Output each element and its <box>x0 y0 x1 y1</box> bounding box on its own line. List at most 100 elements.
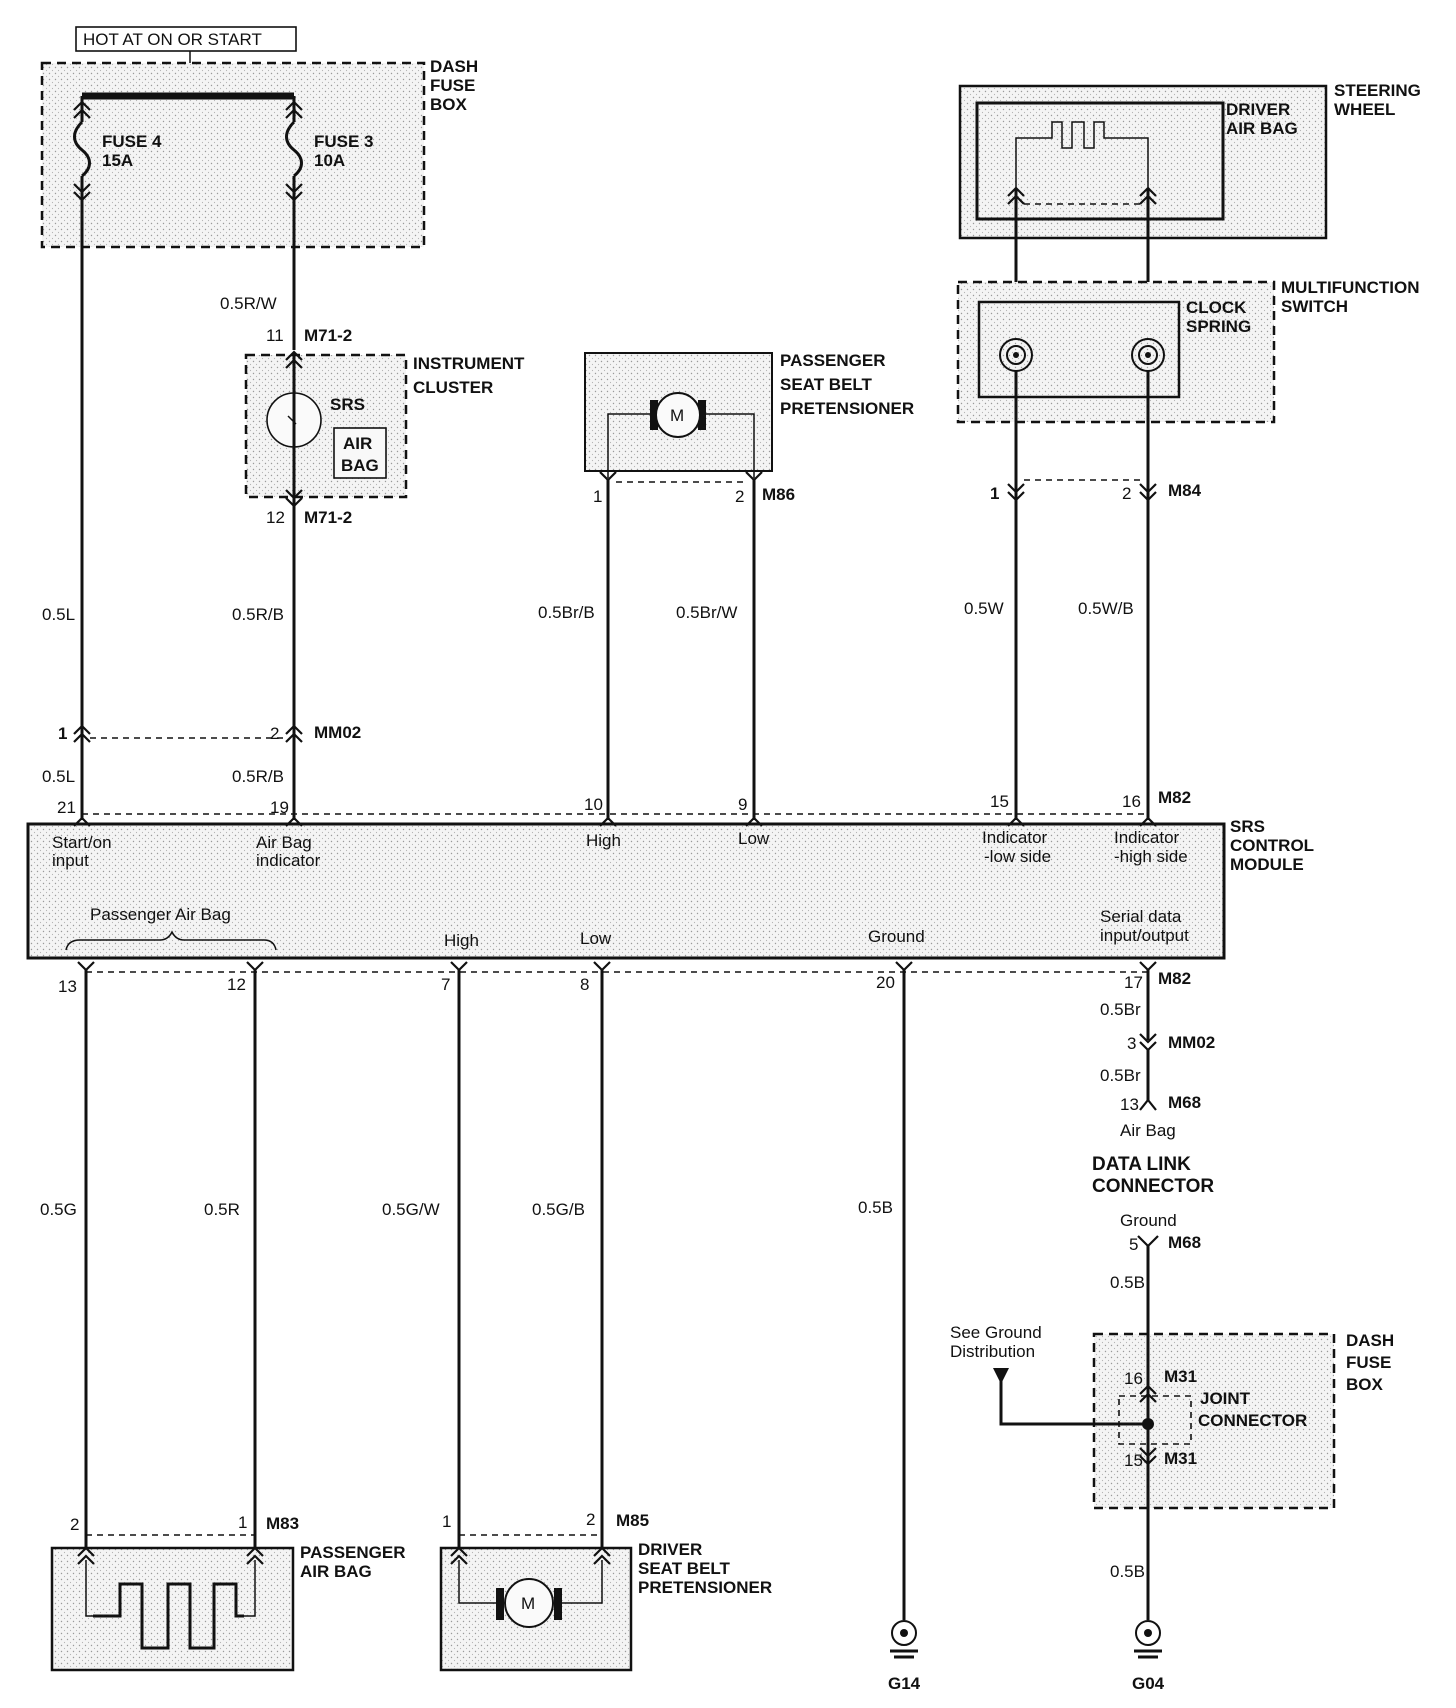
srs-start-on-1: Start/on <box>52 833 112 852</box>
dash-fuse-box-top: DASH FUSE BOX FUSE 4 15A FUSE 3 10A <box>40 57 478 249</box>
srs-module-title-3: MODULE <box>1230 855 1304 874</box>
srs-airbag-ind-2: indicator <box>256 851 321 870</box>
instrument-cluster-title-2: CLUSTER <box>413 378 493 397</box>
srs-top-pin-21: 21 <box>57 798 76 817</box>
srs-ground: Ground <box>868 927 925 946</box>
passenger-pretensioner-title-3: PRETENSIONER <box>780 399 914 418</box>
fuse-3-name: FUSE 3 <box>314 132 374 151</box>
srs-lamp-label: SRS <box>330 395 365 414</box>
wire-label-0.5Br-a: 0.5Br <box>1100 1000 1141 1019</box>
wire-label-0.5W: 0.5W <box>964 599 1004 618</box>
srs-airbag-ind-1: Air Bag <box>256 833 312 852</box>
dash-fuse-box-bottom-title-3: BOX <box>1346 1375 1384 1394</box>
ground-g04-label: G04 <box>1132 1674 1165 1693</box>
joint-title-2: CONNECTOR <box>1198 1411 1307 1430</box>
wire-label-0.5B-g14: 0.5B <box>858 1198 893 1217</box>
driver-pretensioner-conn: M85 <box>616 1511 649 1530</box>
steering-wheel-title-1: STEERING <box>1334 81 1421 100</box>
joint-conn16: M31 <box>1164 1367 1197 1386</box>
driver-airbag-squib <box>1015 121 1149 198</box>
mfs-pin2: 2 <box>1122 484 1131 503</box>
srs-ind-low-1: Indicator <box>982 828 1048 847</box>
cluster-pin-top: 11 <box>266 326 284 345</box>
driver-pretensioner-title-3: PRETENSIONER <box>638 1578 772 1597</box>
driver-seat-belt-pretensioner: M DRIVER SEAT BELT PRETENSIONER 1 2 M85 <box>439 1510 772 1672</box>
srs-module-title-1: SRS <box>1230 817 1265 836</box>
srs-bottom-pin-13: 13 <box>58 977 77 996</box>
driver-pretensioner-pin1: 1 <box>442 1512 451 1531</box>
joint-pin15: 15 <box>1124 1451 1143 1470</box>
passenger-airbag-pin2: 2 <box>70 1515 79 1534</box>
driver-pretensioner-title-1: DRIVER <box>638 1540 702 1559</box>
clock-spring-title-1: CLOCK <box>1186 298 1247 317</box>
passenger-seat-belt-pretensioner: PASSENGER SEAT BELT PRETENSIONER M 1 2 M… <box>584 351 914 506</box>
srs-high-top: High <box>586 831 621 850</box>
wire-label-0.5BrB: 0.5Br/B <box>538 603 595 622</box>
srs-bottom-conn: M82 <box>1158 969 1191 988</box>
air-bag-indicator-air: AIR <box>343 434 372 453</box>
wire-label-0.5WB: 0.5W/B <box>1078 599 1134 618</box>
passenger-air-bag: PASSENGER AIR BAG 2 1 M83 <box>50 1513 406 1672</box>
joint-splice-dot <box>1142 1418 1154 1430</box>
cluster-pin-bottom: 12 <box>266 508 285 527</box>
steering-wheel: STEERING WHEEL DRIVER AIR BAG <box>958 81 1421 240</box>
ground-g14: G14 <box>888 1620 921 1693</box>
srs-bottom-pin-20: 20 <box>876 973 895 992</box>
fuse-3: FUSE 3 10A <box>285 96 374 202</box>
driver-pretensioner-pin2: 2 <box>586 1510 595 1529</box>
dash-fuse-box-bottom: DASH FUSE BOX See Ground Distribution 16… <box>950 1323 1394 1510</box>
dlc-m68a-pin: 13 <box>1120 1095 1139 1114</box>
dlc-title-2: CONNECTOR <box>1092 1176 1214 1197</box>
fuse-4-rating: 15A <box>102 151 133 170</box>
srs-serial-1: Serial data <box>1100 907 1182 926</box>
dlc-ground-label: Ground <box>1120 1211 1177 1230</box>
clock-spring-title-2: SPRING <box>1186 317 1251 336</box>
wire-label-0.5GB: 0.5G/B <box>532 1200 585 1219</box>
srs-ind-high-2: -high side <box>1114 847 1188 866</box>
fuse-4-name: FUSE 4 <box>102 132 162 151</box>
mm02-pin1: 1 <box>58 724 67 743</box>
dash-fuse-box-top-title-1: DASH <box>430 57 478 76</box>
driver-airbag-title-1: DRIVER <box>1226 100 1290 119</box>
srs-bottom-pin-8: 8 <box>580 975 589 994</box>
hot-at-on-or-start-box: HOT AT ON OR START <box>75 26 297 93</box>
wire-label-0.5GW: 0.5G/W <box>382 1200 440 1219</box>
wire-label-0.5RB-a: 0.5R/B <box>232 605 284 624</box>
steering-wheel-title-2: WHEEL <box>1334 100 1395 119</box>
joint-conn15: M31 <box>1164 1449 1197 1468</box>
srs-module-title-2: CONTROL <box>1230 836 1314 855</box>
cluster-conn-bottom: M71-2 <box>304 508 352 527</box>
mm02-pin2: 2 <box>270 724 279 743</box>
dlc-mm02-conn: MM02 <box>1168 1033 1215 1052</box>
mfs-conn: M84 <box>1168 481 1202 500</box>
instrument-cluster: INSTRUMENT CLUSTER SRS AIR BAG 11 M71-2 … <box>244 326 525 527</box>
srs-low-bottom: Low <box>580 929 612 948</box>
passenger-pretensioner-motor-icon <box>655 392 701 438</box>
air-bag-indicator-bag: BAG <box>341 456 379 475</box>
wire-label-0.5BrW: 0.5Br/W <box>676 603 737 622</box>
multifunction-switch-title-1: MULTIFUNCTION <box>1281 278 1420 297</box>
passenger-pretensioner-pin2: 2 <box>735 487 744 506</box>
mfs-pin1: 1 <box>990 484 999 503</box>
srs-passenger-airbag: Passenger Air Bag <box>90 905 231 924</box>
passenger-pretensioner-pin1: 1 <box>593 487 602 506</box>
joint-pin16: 16 <box>1124 1369 1143 1388</box>
srs-start-on-2: input <box>52 851 89 870</box>
srs-bottom-pin-7: 7 <box>441 975 450 994</box>
srs-serial-2: input/output <box>1100 926 1189 945</box>
wire-label-0.5RW: 0.5R/W <box>220 294 277 313</box>
passenger-airbag-squib <box>85 1560 256 1617</box>
srs-low-top: Low <box>738 829 770 848</box>
wire-label-0.5B-g04: 0.5B <box>1110 1562 1145 1581</box>
dash-fuse-box-top-title-3: BOX <box>430 95 468 114</box>
srs-control-module: SRS CONTROL MODULE 21 19 10 9 15 16 M82 … <box>26 788 1314 996</box>
ground-g04-icon <box>1135 1620 1161 1646</box>
passenger-airbag-brace <box>65 930 277 951</box>
air-bag-indicator-box <box>333 427 387 479</box>
mm02-connector: 1 2 MM02 <box>58 723 361 743</box>
passenger-airbag-title-2: AIR BAG <box>300 1562 372 1581</box>
wire-label-0.5R: 0.5R <box>204 1200 240 1219</box>
dlc-mm02-pin: 3 <box>1127 1034 1136 1053</box>
see-ground-2: Distribution <box>950 1342 1035 1361</box>
